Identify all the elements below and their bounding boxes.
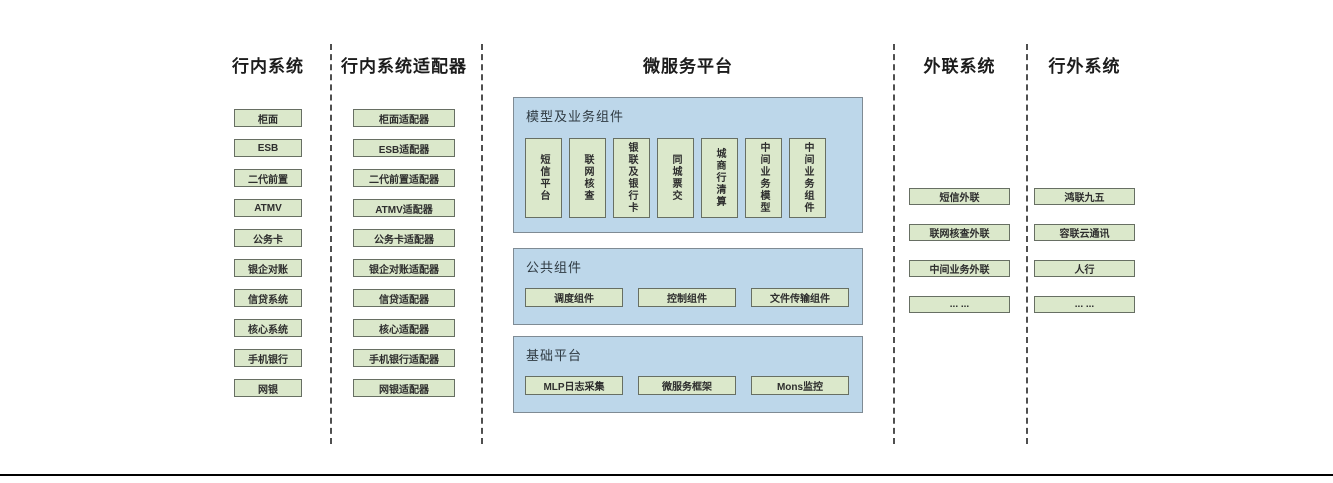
common-component-box: 控制组件 xyxy=(638,288,736,307)
internal-system-box: 网银 xyxy=(234,379,302,397)
external-system-box: ... ... xyxy=(1034,296,1135,313)
adapter-box: 信贷适配器 xyxy=(353,289,455,307)
adapter-box: 公务卡适配器 xyxy=(353,229,455,247)
external-system-box: 容联云通讯 xyxy=(1034,224,1135,241)
internal-system-box: 柜面 xyxy=(234,109,302,127)
outreach-system-box: 中间业务外联 xyxy=(909,260,1010,277)
outreach-system-box: 联网核查外联 xyxy=(909,224,1010,241)
internal-system-box: ATMV xyxy=(234,199,302,217)
vertical-box-row: 短信平台 联网核查 银联及银行卡 同城票交 城商行清算 中间业务模型 中间业务组… xyxy=(525,138,826,218)
base-platform-box: 微服务框架 xyxy=(638,376,736,395)
panel-title: 模型及业务组件 xyxy=(526,109,625,124)
model-component-box: 同城票交 xyxy=(657,138,694,218)
column-divider xyxy=(1026,44,1028,444)
internal-system-box: 二代前置 xyxy=(234,169,302,187)
adapter-box: 二代前置适配器 xyxy=(353,169,455,187)
internal-system-box: 手机银行 xyxy=(234,349,302,367)
column-header-outreach-systems: 外联系统 xyxy=(923,57,996,76)
model-component-box: 银联及银行卡 xyxy=(613,138,650,218)
external-system-box: 鸿联九五 xyxy=(1034,188,1135,205)
internal-system-box: ESB xyxy=(234,139,302,157)
panel-model-business-components: 模型及业务组件 短信平台 联网核查 银联及银行卡 同城票交 城商行清算 中间业务… xyxy=(513,97,863,233)
model-component-box: 城商行清算 xyxy=(701,138,738,218)
adapter-box: ESB适配器 xyxy=(353,139,455,157)
outreach-system-box: 短信外联 xyxy=(909,188,1010,205)
adapter-box: ATMV适配器 xyxy=(353,199,455,217)
column-divider xyxy=(893,44,895,444)
column-header-microservice-platform: 微服务平台 xyxy=(643,57,733,76)
adapter-box: 手机银行适配器 xyxy=(353,349,455,367)
panel-title: 基础平台 xyxy=(526,348,583,363)
common-component-box: 文件传输组件 xyxy=(751,288,849,307)
adapter-box: 柜面适配器 xyxy=(353,109,455,127)
outreach-system-box: ... ... xyxy=(909,296,1010,313)
panel-common-components: 公共组件 调度组件 控制组件 文件传输组件 xyxy=(513,248,863,325)
column-header-external-systems: 行外系统 xyxy=(1048,57,1121,76)
model-component-box: 中间业务组件 xyxy=(789,138,826,218)
external-system-box: 人行 xyxy=(1034,260,1135,277)
adapter-box: 银企对账适配器 xyxy=(353,259,455,277)
internal-system-box: 信贷系统 xyxy=(234,289,302,307)
column-header-internal-adapters: 行内系统适配器 xyxy=(341,57,467,76)
internal-system-box: 公务卡 xyxy=(234,229,302,247)
column-header-internal-systems: 行内系统 xyxy=(232,57,304,76)
model-component-box: 联网核查 xyxy=(569,138,606,218)
internal-system-box: 银企对账 xyxy=(234,259,302,277)
column-divider xyxy=(330,44,332,444)
adapter-box: 核心适配器 xyxy=(353,319,455,337)
bottom-border-line xyxy=(0,474,1333,476)
adapter-box: 网银适配器 xyxy=(353,379,455,397)
common-component-box: 调度组件 xyxy=(525,288,623,307)
model-component-box: 短信平台 xyxy=(525,138,562,218)
column-divider xyxy=(481,44,483,444)
base-platform-box: MLP日志采集 xyxy=(525,376,623,395)
internal-system-box: 核心系统 xyxy=(234,319,302,337)
panel-base-platform: 基础平台 MLP日志采集 微服务框架 Mons监控 xyxy=(513,336,863,413)
panel-title: 公共组件 xyxy=(526,260,583,275)
model-component-box: 中间业务模型 xyxy=(745,138,782,218)
base-platform-box: Mons监控 xyxy=(751,376,849,395)
